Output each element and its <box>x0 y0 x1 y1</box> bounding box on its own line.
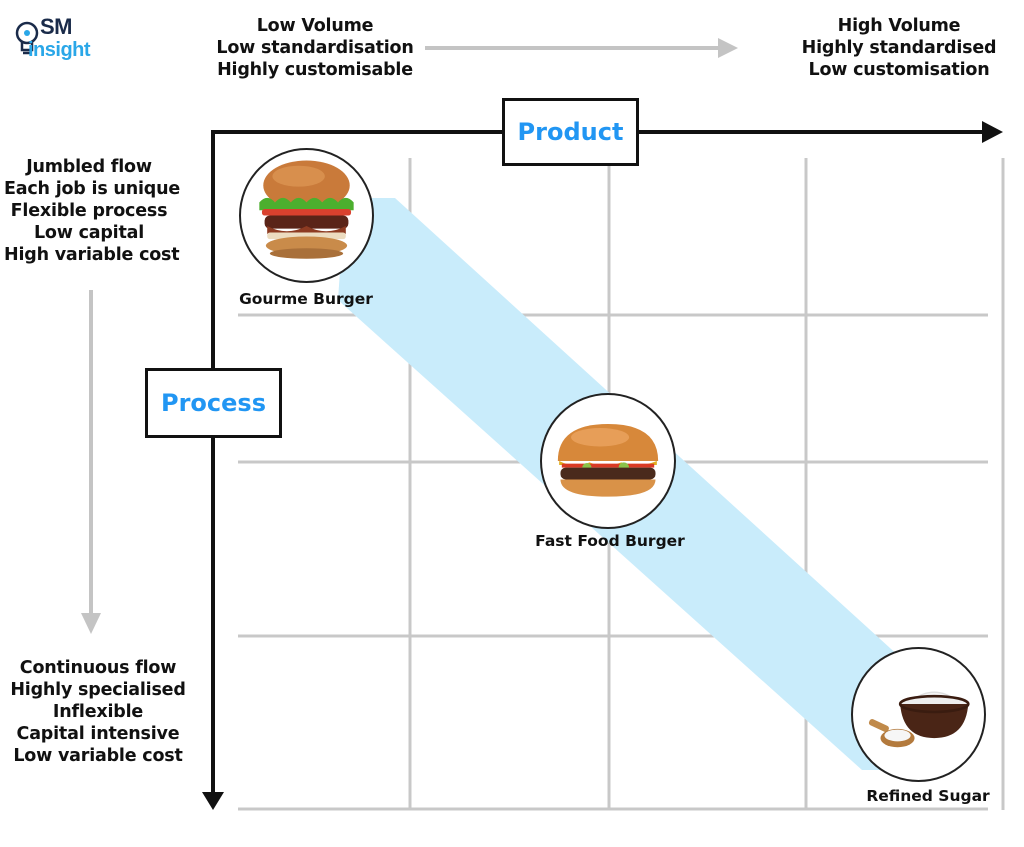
low-customisation-text: Low customisation <box>808 60 990 80</box>
sm-insight-logo: SM insight <box>12 12 112 68</box>
gourmet-burger-icon <box>259 160 354 259</box>
product-low-end-description: Low Volume Low standardisation Highly cu… <box>210 15 420 81</box>
axes <box>202 121 1003 810</box>
flexible-process-text: Flexible process <box>10 201 168 221</box>
refined-sugar-image <box>851 647 986 782</box>
jumbled-flow-text: Jumbled flow <box>26 157 152 177</box>
high-variable-cost-text: High variable cost <box>4 245 180 265</box>
continuous-flow-text: Continuous flow <box>19 658 177 678</box>
process-axis-arrowhead <box>202 792 224 810</box>
lightbulb-icon <box>15 21 39 55</box>
low-volume-text: Low Volume <box>256 16 374 36</box>
top-gray-arrow <box>425 38 738 58</box>
low-capital-text: Low capital <box>33 223 145 243</box>
product-high-end-description: High Volume Highly standardised Low cust… <box>796 15 1002 81</box>
sugar-bowl-icon <box>868 691 970 748</box>
left-gray-arrow <box>81 290 101 634</box>
product-axis-arrowhead <box>982 121 1003 143</box>
highly-specialised-text: Highly specialised <box>10 680 186 700</box>
gourmet-burger-image <box>239 148 374 283</box>
highly-standardised-text: Highly standardised <box>801 38 997 58</box>
low-standardisation-text: Low standardisation <box>216 38 414 58</box>
capital-intensive-text: Capital intensive <box>16 724 180 744</box>
process-top-description: Jumbled flow Each job is unique Flexible… <box>4 156 181 266</box>
fast-food-burger-icon <box>557 424 659 497</box>
low-variable-cost-text: Low variable cost <box>13 746 183 766</box>
gourmet-burger-label: Gourme Burger <box>239 290 373 308</box>
fast-food-burger-image <box>540 393 676 529</box>
product-axis-label: Product <box>502 98 639 166</box>
high-volume-text: High Volume <box>837 16 961 36</box>
process-axis-label: Process <box>145 368 282 438</box>
refined-sugar-label: Refined Sugar <box>866 787 990 805</box>
logo-sm-text: SM <box>40 14 73 39</box>
each-job-unique-text: Each job is unique <box>4 179 181 199</box>
logo-insight-text: insight <box>28 39 91 61</box>
inflexible-text: Inflexible <box>52 702 144 722</box>
process-bottom-description: Continuous flow Highly specialised Infle… <box>8 657 188 767</box>
fast-food-burger-label: Fast Food Burger <box>535 532 685 550</box>
highly-customisable-text: Highly customisable <box>217 60 413 80</box>
